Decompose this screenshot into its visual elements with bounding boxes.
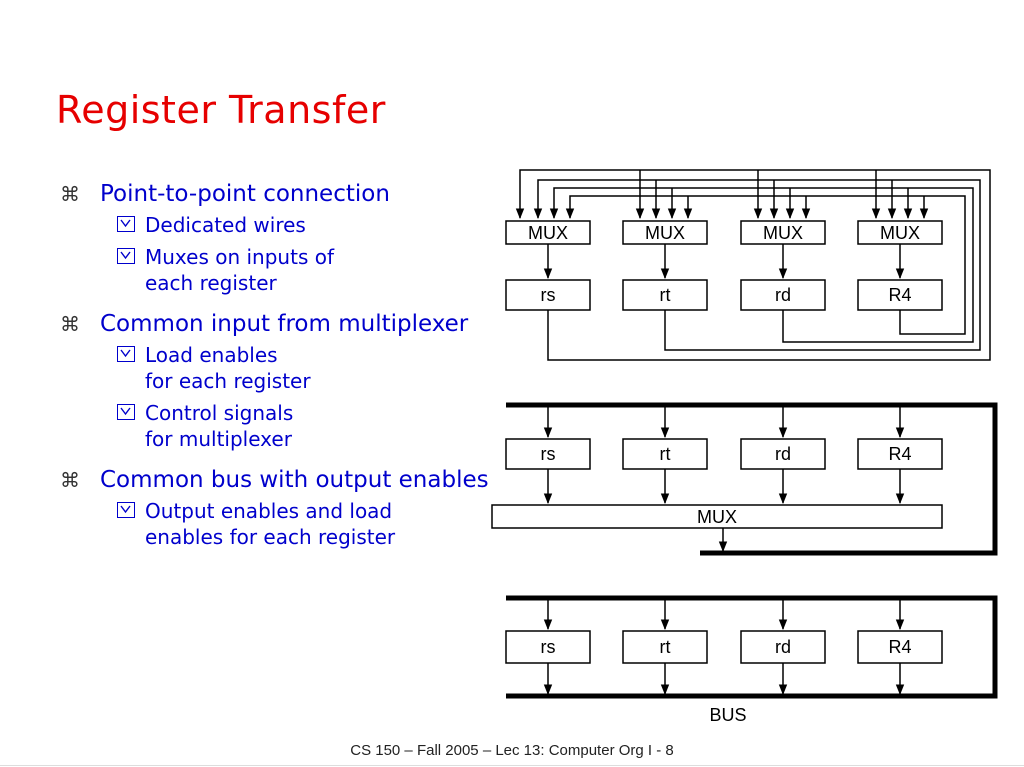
register-box [622, 279, 708, 311]
middle-labels: rs rt rd R4 MUX [541, 444, 912, 527]
sub-bullet-text: Load enables for each register [145, 343, 311, 393]
register-box [505, 630, 591, 664]
mux-label: MUX [880, 223, 920, 243]
register-box [622, 438, 708, 470]
register-box [505, 279, 591, 311]
register-label: rs [541, 285, 556, 305]
checkbox-bullet-icon [117, 502, 135, 518]
sub-bullet-text: Output enables and load enables for each… [145, 499, 396, 549]
slide-title: Register Transfer [56, 88, 386, 132]
register-label: rt [660, 637, 671, 657]
bullet-common-bus: ⌘ Common bus with output enables [60, 466, 530, 494]
command-bullet-icon: ⌘ [60, 182, 80, 206]
register-box [622, 630, 708, 664]
mux-label: MUX [528, 223, 568, 243]
bullet-text: Common input from multiplexer [100, 311, 469, 337]
register-label: rd [775, 285, 791, 305]
mux-feedback-bus [506, 402, 998, 556]
register-label: rt [660, 444, 671, 464]
register-label: R4 [888, 444, 911, 464]
register-box [740, 630, 826, 664]
footer-divider [0, 765, 1024, 766]
bullet-list: ⌘ Point-to-point connection Dedicated wi… [60, 180, 530, 556]
sub-bullet-text: Dedicated wires [145, 213, 306, 237]
bullet-common-input: ⌘ Common input from multiplexer [60, 310, 530, 338]
sub-bullet-text: Muxes on inputs of each register [145, 245, 335, 295]
slide-footer: CS 150 – Fall 2005 – Lec 13: Computer Or… [350, 742, 674, 759]
common-mux-diagram [491, 402, 998, 556]
bus-label: BUS [709, 705, 746, 725]
common-bus-diagram [505, 595, 998, 699]
sub-bullet-text: Control signals for multiplexer [145, 401, 294, 451]
register-label: rs [541, 444, 556, 464]
register-box [857, 279, 943, 311]
sub-bullet: Control signals for multiplexer [60, 400, 530, 452]
sub-bullet: Output enables and load enables for each… [60, 498, 530, 550]
register-label: rd [775, 444, 791, 464]
top-labels: MUX MUX MUX MUX rs rt rd R4 [528, 223, 920, 305]
sub-bullet: Load enables for each register [60, 342, 530, 394]
common-mux-label: MUX [697, 507, 737, 527]
checkbox-bullet-icon [117, 248, 135, 264]
bullet-point-to-point: ⌘ Point-to-point connection [60, 180, 530, 208]
bullet-text: Point-to-point connection [100, 181, 390, 207]
sub-bullet: Muxes on inputs of each register [60, 244, 530, 296]
bus-wire [506, 595, 998, 699]
sub-bullet: Dedicated wires [60, 212, 530, 238]
register-box [740, 279, 826, 311]
bottom-labels: rs rt rd R4 BUS [541, 637, 912, 725]
command-bullet-icon: ⌘ [60, 468, 80, 492]
bullet-text: Common bus with output enables [100, 467, 489, 493]
checkbox-bullet-icon [117, 346, 135, 362]
register-box [505, 438, 591, 470]
register-box [740, 438, 826, 470]
mux-label: MUX [763, 223, 803, 243]
register-label: rd [775, 637, 791, 657]
checkbox-bullet-icon [117, 404, 135, 420]
register-label: rs [541, 637, 556, 657]
common-mux-box [491, 504, 943, 529]
register-label: R4 [888, 285, 911, 305]
mux-label: MUX [645, 223, 685, 243]
feedback-wires [515, 169, 991, 361]
point-to-point-diagram [505, 169, 991, 361]
register-label: rt [660, 285, 671, 305]
command-bullet-icon: ⌘ [60, 312, 80, 336]
register-label: R4 [888, 637, 911, 657]
checkbox-bullet-icon [117, 216, 135, 232]
